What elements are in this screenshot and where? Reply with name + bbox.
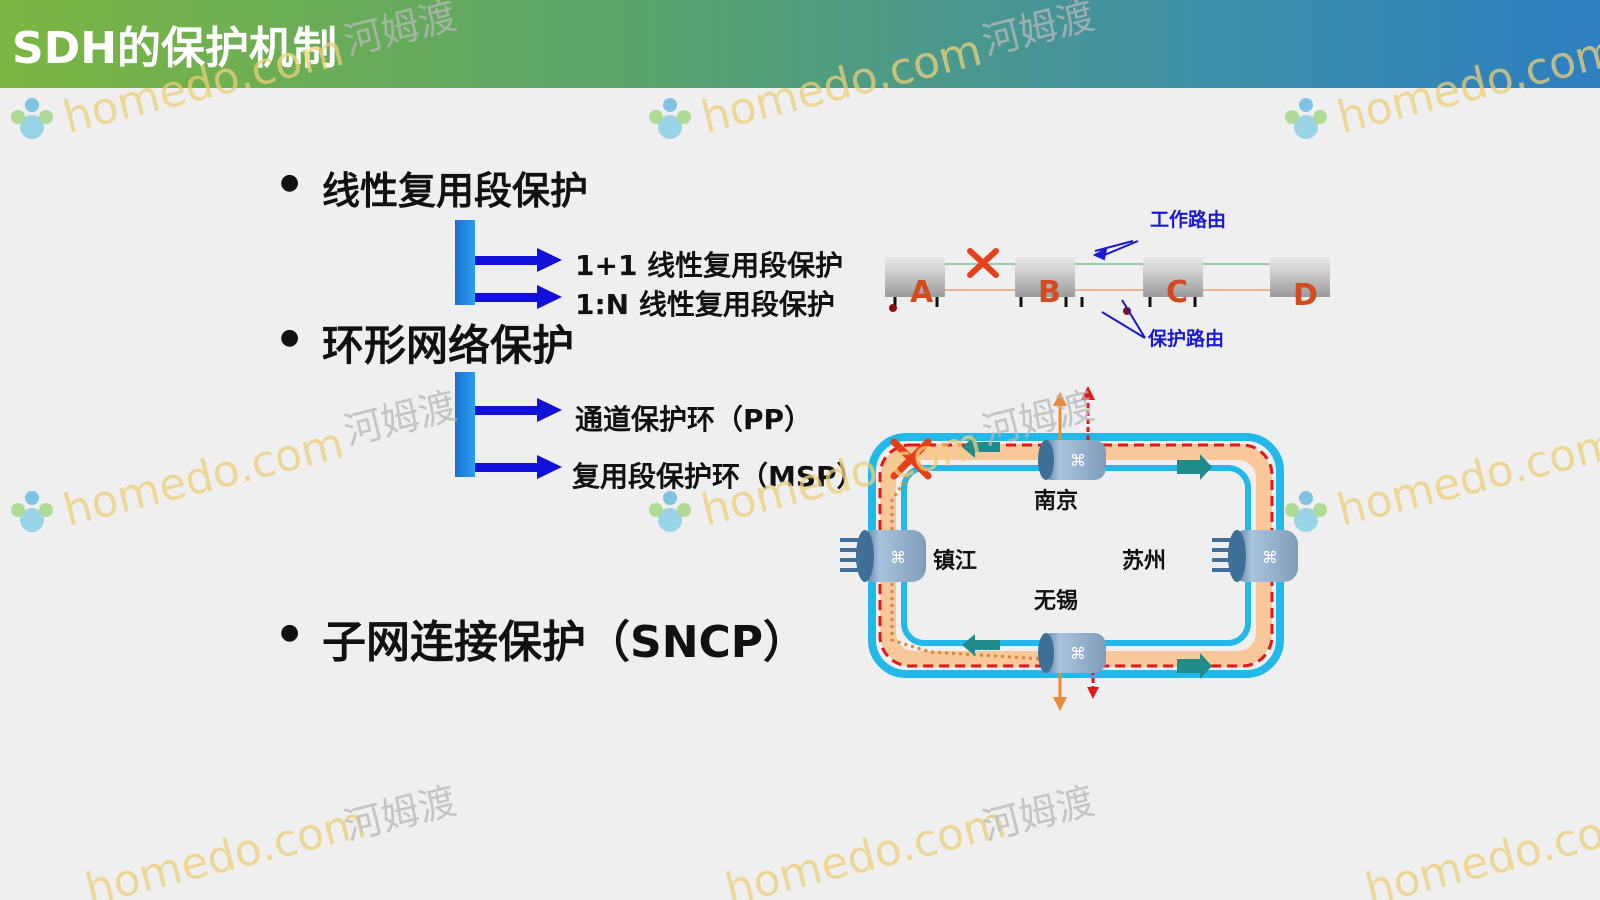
bracket-bar [455, 220, 475, 305]
node-label-c: C [1166, 275, 1188, 310]
direction-arrows [962, 436, 1212, 679]
node-b [1015, 257, 1084, 307]
arrow-pp [475, 398, 562, 422]
node-label-d: D [1293, 278, 1318, 313]
ring-fault-x-icon [890, 438, 932, 480]
arrow-1plus1 [475, 248, 562, 272]
adm-node-east: ⌘ [1212, 530, 1298, 582]
city-label-zhenjiang: 镇江 [933, 549, 977, 574]
sub-msp: 复用段保护环（MSP） [572, 460, 865, 493]
bullet-dot: ● [280, 620, 300, 645]
svg-text:⌘: ⌘ [890, 548, 906, 567]
protect-route-label: 保护路由 [1147, 327, 1224, 350]
bullet-dot: ● [280, 325, 300, 350]
add-drop-arrows [1053, 386, 1099, 711]
section-sncp: 子网连接保护（SNCP） [322, 617, 808, 668]
working-route-pointer [1092, 240, 1139, 261]
sub-1plus1: 1+1 线性复用段保护 [575, 249, 844, 282]
bullet-dot: ● [280, 170, 300, 195]
orange-dotted-route [890, 414, 1062, 705]
slide-title: SDH的保护机制 [12, 23, 338, 74]
city-label-suzhou: 苏州 [1122, 548, 1166, 574]
svg-text:⌘: ⌘ [1070, 451, 1086, 470]
city-label-wuxi: 无锡 [1034, 589, 1078, 614]
title-bar: SDH的保护机制 [0, 0, 1600, 88]
section-ring-protection: 环形网络保护 [322, 321, 575, 370]
adm-node-north: ⌘ [1038, 440, 1106, 480]
protect-route-pointer [1101, 299, 1146, 339]
bracket-bar [455, 372, 475, 477]
adm-node-south: ⌘ [1038, 633, 1106, 673]
node-d [1270, 257, 1330, 297]
section-linear-msp: 线性复用段保护 [322, 169, 589, 213]
fault-x-icon [967, 248, 999, 278]
arrow-msp [475, 455, 562, 479]
node-label-a: A [910, 275, 934, 310]
node-c [1123, 257, 1203, 315]
arrow-1toN [475, 285, 562, 309]
sub-1toN: 1:N 线性复用段保护 [575, 288, 835, 321]
working-route-label: 工作路由 [1150, 208, 1226, 231]
city-label-nanjing: 南京 [1034, 488, 1078, 514]
sub-pp: 通道保护环（PP） [575, 403, 813, 436]
adm-node-west: ⌘ [840, 530, 926, 582]
svg-text:⌘: ⌘ [1070, 644, 1086, 663]
node-a [885, 257, 945, 312]
svg-text:⌘: ⌘ [1262, 548, 1278, 567]
node-label-b: B [1038, 275, 1061, 310]
